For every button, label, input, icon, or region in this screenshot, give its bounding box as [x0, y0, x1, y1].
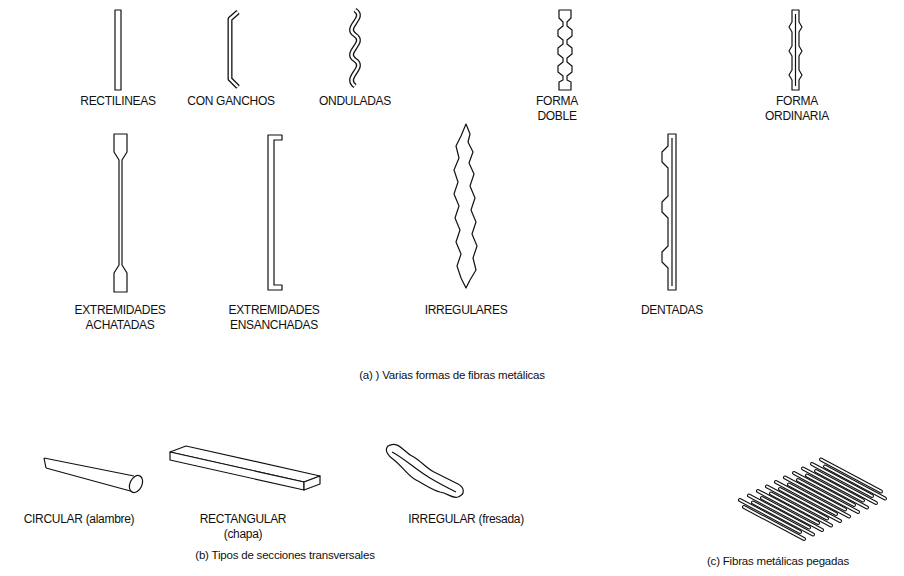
fiber-label: CIRCULAR (alambre)	[4, 512, 154, 527]
hooked-fiber	[230, 12, 238, 87]
fiber-label: EXTREMIDADES ACHATADAS	[70, 303, 170, 333]
milled-section	[386, 444, 463, 497]
straight-fiber	[115, 10, 121, 90]
widened-ends-fiber	[268, 135, 282, 290]
fiber-label: CON GANCHOS	[161, 94, 301, 109]
fiber-stroke	[821, 460, 881, 492]
wavy-fiber	[352, 10, 359, 86]
fiber-label: IRREGULAR (fresada)	[386, 512, 546, 527]
circular-section	[44, 458, 145, 495]
fiber-label: ONDULADAS	[285, 94, 425, 109]
glued-fiber-bundle	[740, 460, 885, 540]
caption: (c) Fibras metálicas pegadas	[663, 554, 893, 569]
ordinary-shape-fiber	[789, 10, 802, 90]
double-shape-fiber	[558, 10, 572, 90]
irregular-fiber	[454, 124, 477, 288]
fiber-label: DENTADAS	[602, 303, 742, 318]
flattened-ends-fiber	[114, 134, 127, 292]
fiber-label: EXTREMIDADES ENSANCHADAS	[224, 303, 324, 333]
toothed-fiber	[662, 134, 676, 290]
fiber-stroke	[821, 460, 881, 492]
fiber-label: RECTANGULAR (chapa)	[193, 512, 293, 542]
caption: (a) ) Varias formas de fibras metálicas	[242, 368, 662, 383]
fiber-label: IRREGULARES	[396, 303, 536, 318]
fiber-label: FORMA DOBLE	[527, 94, 587, 124]
caption: (b) Tipos de secciones transversales	[125, 548, 445, 563]
fiber-label: FORMA ORDINARIA	[757, 94, 837, 124]
rectangular-section	[170, 446, 320, 490]
